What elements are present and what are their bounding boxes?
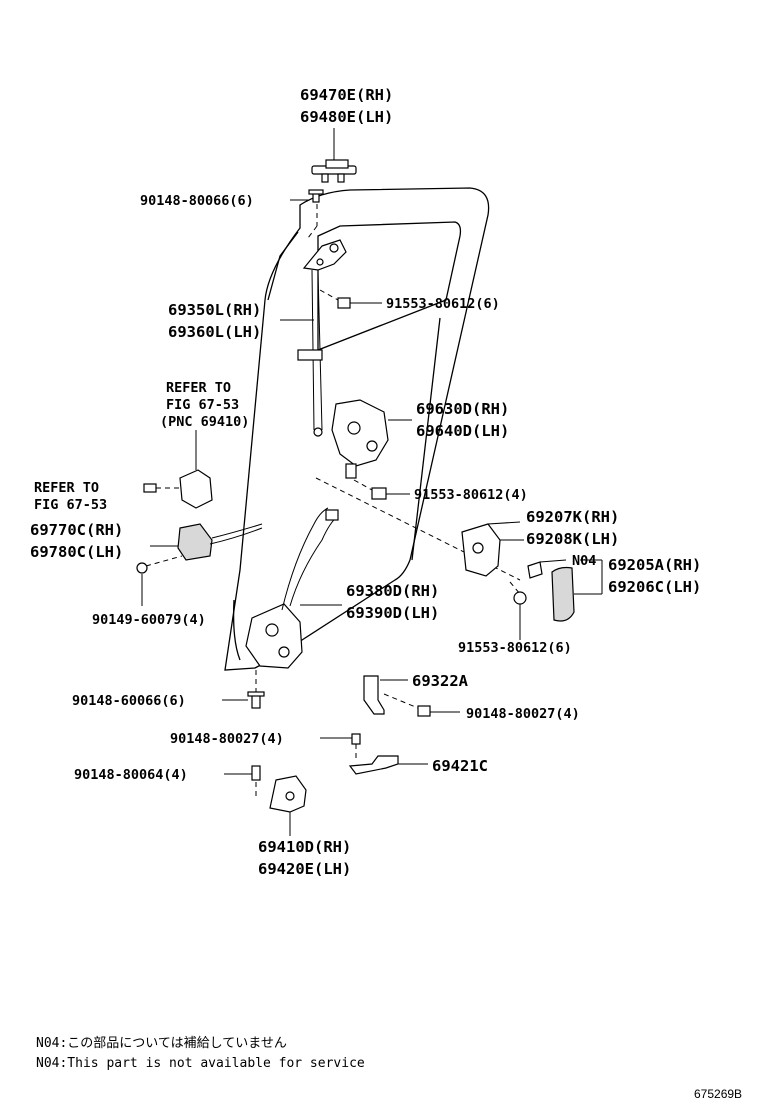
label-handle-rh: 69207K(RH) (526, 508, 619, 526)
label-rod-lh: 69360L(LH) (168, 323, 261, 341)
label-screw-striker: 90148-80027(4) (170, 731, 284, 747)
label-screw-handle: 90149-60079(4) (92, 612, 206, 628)
label-handle-lh: 69208K(LH) (526, 530, 619, 548)
top-screw-part (290, 189, 324, 239)
label-top-hinge-lh: 69480E(LH) (300, 108, 393, 126)
label-lower-lock-lh: 69390D(LH) (346, 604, 439, 622)
label-bottom-hinge-rh: 69410D(RH) (258, 838, 351, 856)
inside-handle-part (136, 523, 263, 606)
label-cover-lh: 69206C(LH) (608, 578, 701, 596)
label-striker-plate: 69421C (432, 757, 488, 775)
label-screw-top: 90148-80066(6) (140, 193, 254, 209)
upper-latch-part (331, 399, 412, 479)
label-refer-to-1: REFER TO (166, 380, 231, 396)
top-hinge-part (311, 128, 357, 183)
label-screw-lock: 90148-60066(6) (72, 693, 186, 709)
lock-screw-part (222, 670, 265, 709)
door-panel-outline (224, 187, 490, 671)
label-n04-tag: N04 (572, 553, 596, 569)
label-top-hinge-rh: 69470E(RH) (300, 86, 393, 104)
label-refer-fig-1: FIG 67-53 (166, 397, 239, 413)
label-bolt-upper: 91553-80612(6) (386, 296, 500, 312)
label-upper-lock-rh: 69630D(RH) (416, 400, 509, 418)
striker-plate-part (320, 733, 428, 775)
label-bolt-lower: 91553-80612(6) (458, 640, 572, 656)
figure-id: 675269B (694, 1087, 742, 1101)
label-refer-pnc: (PNC 69410) (160, 414, 249, 430)
label-bracket: 69322A (412, 672, 469, 690)
note-japanese: N04:この部品については補給していません (36, 1036, 287, 1051)
label-inside-handle-lh: 69780C(LH) (30, 543, 123, 561)
label-cover-rh: 69205A(RH) (608, 556, 701, 574)
label-rod-rh: 69350L(RH) (168, 301, 261, 319)
label-inside-handle-rh: 69770C(RH) (30, 521, 123, 539)
bottom-hinge-part (224, 765, 307, 836)
label-screw-bracket: 90148-80027(4) (466, 706, 580, 722)
label-refer-fig-2: FIG 67-53 (34, 497, 107, 513)
outer-handle-part (461, 521, 527, 640)
lower-lock-part (245, 507, 342, 669)
upper-lock-rod-part (280, 239, 347, 437)
label-lower-lock-rh: 69380D(RH) (346, 582, 439, 600)
label-upper-lock-lh: 69640D(LH) (416, 422, 509, 440)
bracket-part (363, 675, 460, 717)
label-bolt-mid: 91553-80612(4) (414, 487, 528, 503)
label-bottom-hinge-lh: 69420E(LH) (258, 860, 351, 878)
note-english: N04:This part is not available for servi… (36, 1056, 365, 1071)
label-screw-bottom: 90148-80064(4) (74, 767, 188, 783)
cover-part (527, 559, 603, 622)
side-striker-part (143, 430, 213, 509)
label-refer-to-2: REFER TO (34, 480, 99, 496)
upper-bolt-part (319, 289, 382, 309)
